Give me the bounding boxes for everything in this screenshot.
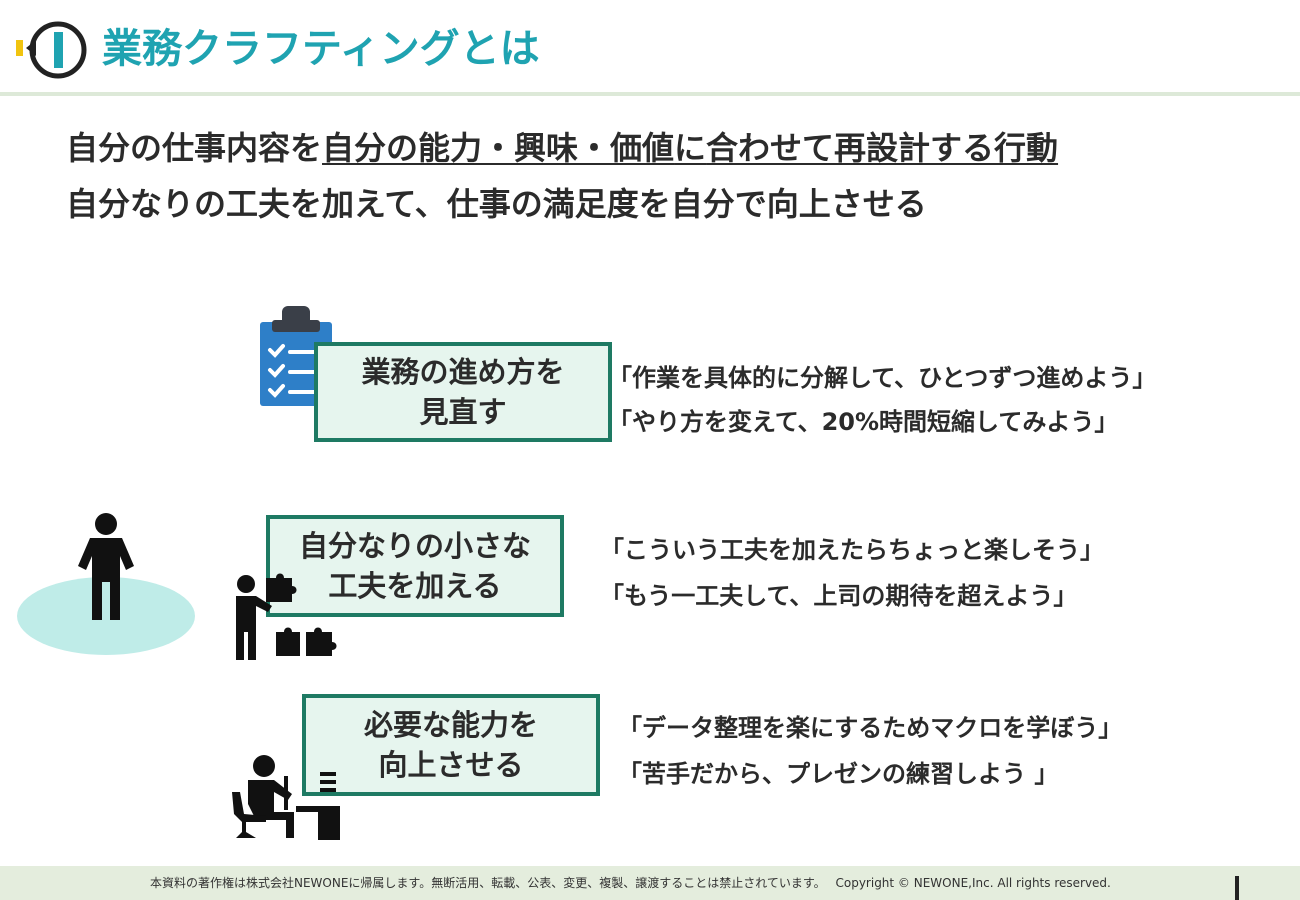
box-review-work-process: 業務の進め方を 見直す [314, 342, 612, 442]
definition-prefix: 自分の仕事内容を [66, 129, 323, 167]
footer-band [0, 866, 1300, 900]
box-improve-skills: 必要な能力を 向上させる [302, 694, 600, 796]
definition-mid: に [674, 129, 707, 167]
box-add-small-ideas: 自分なりの小さな 工夫を加える [266, 515, 564, 617]
page-title: 業務クラフティングとは [102, 26, 540, 72]
box-2-line-1: 自分なりの小さな [298, 529, 531, 563]
box-1-line-1: 業務の進め方を [361, 355, 565, 389]
puzzle-person-icon [236, 573, 337, 660]
footer-copyright: 本資料の著作権は株式会社NEWONEに帰属します。無断活用、転載、公表、変更、複… [150, 876, 1111, 890]
definition-underlined-2: 合わせて再設計する行動 [706, 129, 1059, 167]
definition-line-2: 自分なりの工夫を加えて、仕事の満足度を自分で向上させる [66, 185, 927, 223]
box-3-line-2: 向上させる [378, 748, 524, 782]
standing-person-icon [17, 513, 195, 655]
quote-3-2: 「苦手だから、プレゼンの練習しよう 」 [618, 760, 1059, 788]
definition-line-1: 自分の仕事内容を自分の能力・興味・価値に合わせて再設計する行動 [66, 128, 1058, 168]
quote-3-1: 「データ整理を楽にするためマクロを学ぼう」 [618, 714, 1123, 742]
definition-underlined-1: 自分の能力・興味・価値 [322, 129, 675, 167]
quote-1-2: 「やり方を変えて、20%時間短縮してみよう」 [608, 408, 1119, 436]
quote-2-2: 「もう一工夫して、上司の期待を超えよう」 [600, 582, 1078, 610]
header-divider [0, 92, 1300, 96]
box-2-line-2: 工夫を加える [328, 569, 502, 603]
footer-marker [1235, 876, 1239, 900]
desk-worker-icon [232, 755, 340, 840]
quote-1-1: 「作業を具体的に分解して、ひとつずつ進めよう」 [608, 364, 1157, 392]
quote-2-1: 「こういう工夫を加えたらちょっと楽しそう」 [600, 536, 1104, 564]
logo-mark-icon [16, 21, 87, 79]
box-1-line-2: 見直す [419, 395, 507, 429]
box-3-line-1: 必要な能力を [363, 708, 538, 742]
